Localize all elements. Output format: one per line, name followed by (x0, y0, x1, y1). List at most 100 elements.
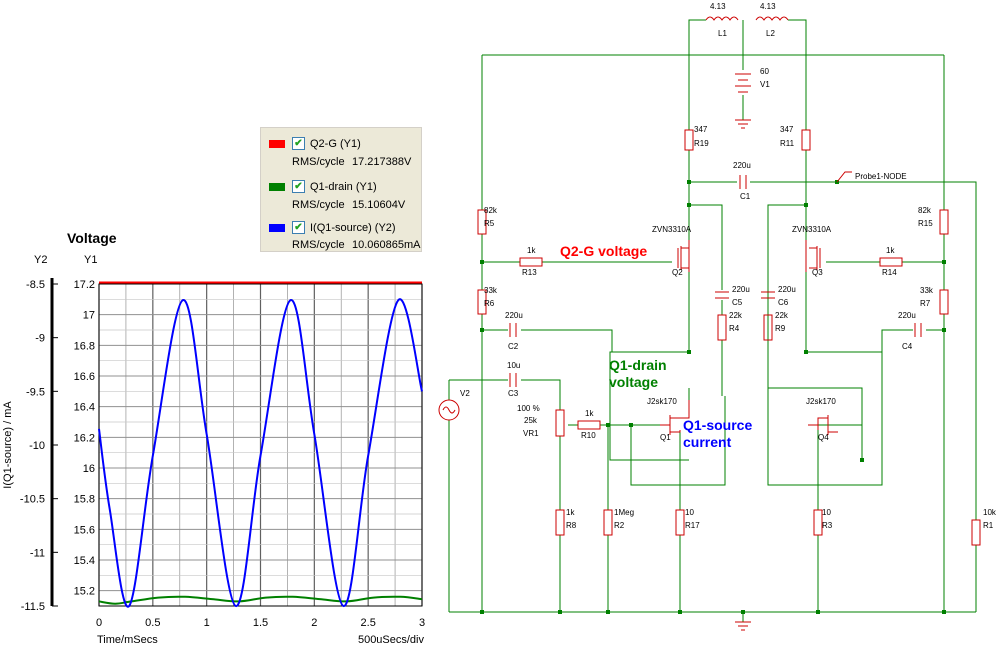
resistor-r10-symbol (577, 420, 601, 430)
y2-tick-label: -10 (29, 440, 45, 452)
legend-item-q2g[interactable]: ✔ Q2-G (Y1) (261, 136, 421, 152)
legend-swatch-blue (269, 224, 285, 232)
r5-ref: R5 (484, 219, 495, 228)
x-tick-label: 1 (204, 617, 210, 629)
y2-tick-label: -11.5 (21, 601, 45, 613)
annotation-q1drain-line1: Q1-drain (609, 357, 667, 373)
component-labels: 4.13 L1 4.13 L2 60 V1 V2 347 R19 347 R11… (460, 2, 997, 530)
resistor-r13-symbol (519, 257, 543, 267)
r9-ref: R9 (775, 324, 786, 333)
vr1-pct: 100 % (517, 404, 540, 413)
l1-ref: L1 (718, 29, 727, 38)
components (438, 16, 981, 631)
r19-ref: R19 (694, 139, 709, 148)
inductor-l1-symbol (705, 16, 739, 21)
y1-tick-label: 16.4 (74, 402, 95, 414)
y2-header: Y2 (34, 254, 47, 266)
legend-label: Q1-drain (Y1) (310, 181, 377, 193)
resistor-r6-symbol (477, 289, 487, 315)
c2-value: 220u (505, 311, 523, 320)
c6-value: 220u (778, 285, 796, 294)
x-gridlines (98, 284, 423, 606)
x-tick-label: 2.5 (361, 617, 376, 629)
q1-ref: Q1 (660, 433, 671, 442)
checkbox-checked-icon[interactable]: ✔ (292, 221, 305, 234)
resistor-r4-symbol (717, 314, 727, 341)
r5-value: 82k (484, 206, 498, 215)
legend-item-q1source[interactable]: ✔ I(Q1-source) (Y2) (261, 220, 421, 236)
resistor-r5-symbol (477, 209, 487, 235)
y2-tick-label: -10.5 (20, 494, 45, 506)
checkbox-checked-icon[interactable]: ✔ (292, 137, 305, 150)
r13-ref: R13 (522, 268, 537, 277)
r7-value: 33k (920, 286, 934, 295)
r14-ref: R14 (882, 268, 897, 277)
waveform-chart: Voltage Y2 Y1 I(Q1-source) / mA 17.21716… (2, 230, 425, 646)
x-tick-label: 0.5 (145, 617, 160, 629)
annotation-q1src-line2: current (683, 434, 732, 450)
v1-ref: V1 (760, 80, 770, 89)
c2-ref: C2 (508, 342, 519, 351)
c5-value: 220u (732, 285, 750, 294)
y1-tick-label: 15.6 (74, 524, 95, 536)
annotation-q1src-line1: Q1-source (683, 417, 752, 433)
q4-ref: Q4 (818, 433, 829, 442)
q3-ref: Q3 (812, 268, 823, 277)
c3-value: 10u (507, 361, 520, 370)
annotations: Q2-G voltage Q1-drain voltage Q1-source … (560, 243, 752, 450)
resistor-r19-symbol (684, 129, 694, 151)
y1-tick-label: 16.8 (74, 340, 95, 352)
x-tick-label: 3 (419, 617, 425, 629)
r9-value: 22k (775, 311, 789, 320)
y2-axis-label: I(Q1-source) / mA (2, 401, 14, 489)
c1-value: 220u (733, 161, 751, 170)
annotation-q2g: Q2-G voltage (560, 243, 647, 259)
r19-value: 347 (694, 125, 708, 134)
r15-value: 82k (918, 206, 932, 215)
resistor-r2-symbol (603, 509, 613, 536)
y1-header: Y1 (84, 254, 97, 266)
resistor-r14-symbol (879, 257, 903, 267)
c1-ref: C1 (740, 192, 751, 201)
y1-tick-label: 15.8 (74, 494, 95, 506)
resistor-r17-symbol (675, 509, 685, 536)
y1-tick-label: 17 (83, 310, 95, 322)
v2-ref: V2 (460, 389, 470, 398)
y1-tick-label: 15.4 (74, 555, 95, 567)
checkbox-checked-icon[interactable]: ✔ (292, 180, 305, 193)
c4-ref: C4 (902, 342, 913, 351)
r6-value: 33k (484, 286, 498, 295)
vr1-value: 25k (524, 416, 538, 425)
y-gridlines (98, 283, 423, 607)
series-group (98, 281, 423, 608)
r8-ref: R8 (566, 521, 577, 530)
q3-model: ZVN3310A (792, 225, 832, 234)
probe-label: Probe1-NODE (855, 172, 907, 181)
r6-ref: R6 (484, 299, 495, 308)
x-tick-label: 2 (311, 617, 317, 629)
series-line (98, 298, 423, 608)
pot-vr1-symbol (555, 409, 565, 437)
v1-value: 60 (760, 67, 769, 76)
r4-ref: R4 (729, 324, 740, 333)
y1-tick-label: 16.2 (74, 432, 95, 444)
legend-item-q1drain[interactable]: ✔ Q1-drain (Y1) (261, 179, 421, 195)
c6-ref: C6 (778, 298, 789, 307)
c4-value: 220u (898, 311, 916, 320)
resistor-r15-symbol (939, 209, 949, 235)
resistor-r3-symbol (813, 509, 823, 536)
r10-ref: R10 (581, 431, 596, 440)
r1-value: 10k (983, 508, 997, 517)
legend-swatch-red (269, 140, 285, 148)
r7-ref: R7 (920, 299, 931, 308)
q2-model: ZVN3310A (652, 225, 692, 234)
r4-value: 22k (729, 311, 743, 320)
resistor-r9-symbol (763, 314, 773, 341)
r14-value: 1k (886, 246, 895, 255)
